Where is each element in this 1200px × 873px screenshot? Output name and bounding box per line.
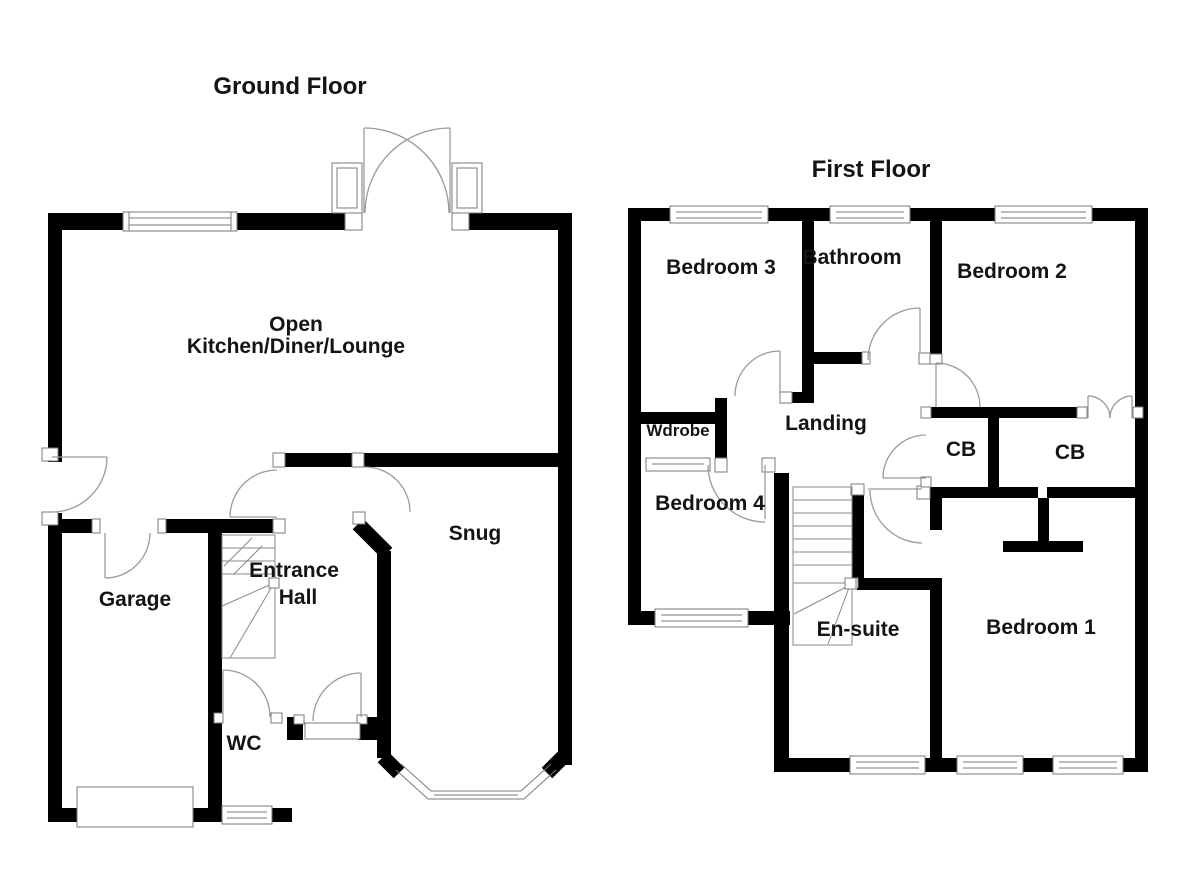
ground-floor-walls <box>48 213 572 822</box>
room-label-bathroom: Bathroom <box>802 246 901 269</box>
ground-floor-labels: Ground Floor Open Kitchen/Diner/Lounge G… <box>99 73 501 755</box>
first-floor-walls <box>628 208 1148 772</box>
ground-floor-plan: Ground Floor Open Kitchen/Diner/Lounge G… <box>41 73 572 828</box>
room-label-landing: Landing <box>785 412 867 435</box>
first-floor-stairs <box>792 486 857 646</box>
room-label-bedroom1: Bedroom 1 <box>986 616 1096 639</box>
room-label-bedroom4: Bedroom 4 <box>655 492 765 515</box>
room-label-snug: Snug <box>449 522 502 545</box>
room-label-bedroom2: Bedroom 2 <box>957 260 1067 283</box>
ground-floor-door-jambs <box>41 212 470 740</box>
ground-floor-stairs <box>221 534 280 659</box>
room-label-wc: WC <box>227 732 262 755</box>
room-label-entrance-line1: Entrance <box>249 559 339 582</box>
room-label-ensuite: En-suite <box>817 618 900 641</box>
room-label-wardrobe: Wdrobe <box>646 421 709 440</box>
ground-floor-windows <box>76 162 557 828</box>
first-floor-doors <box>707 307 1133 544</box>
garage-door <box>76 786 194 828</box>
room-label-kitchen-line2: Kitchen/Diner/Lounge <box>187 335 405 358</box>
room-label-cb-left: CB <box>946 438 976 461</box>
room-label-kitchen-line1: Open <box>269 313 323 336</box>
ground-floor-title: Ground Floor <box>213 73 366 100</box>
threshold <box>304 722 361 740</box>
room-label-entrance-line2: Hall <box>279 586 318 609</box>
ground-floor-doors <box>51 127 451 722</box>
room-label-garage: Garage <box>99 588 171 611</box>
room-label-bedroom3: Bedroom 3 <box>666 256 776 279</box>
first-floor-plan: First Floor Bedroom 3 Bathroom Bedroom 2… <box>628 156 1148 775</box>
newel-post <box>844 577 857 590</box>
room-label-cb-right: CB <box>1055 441 1085 464</box>
first-floor-labels: First Floor Bedroom 3 Bathroom Bedroom 2… <box>646 156 1096 641</box>
first-floor-windows <box>645 205 1124 775</box>
first-floor-title: First Floor <box>812 156 931 183</box>
newel-post <box>268 577 280 589</box>
